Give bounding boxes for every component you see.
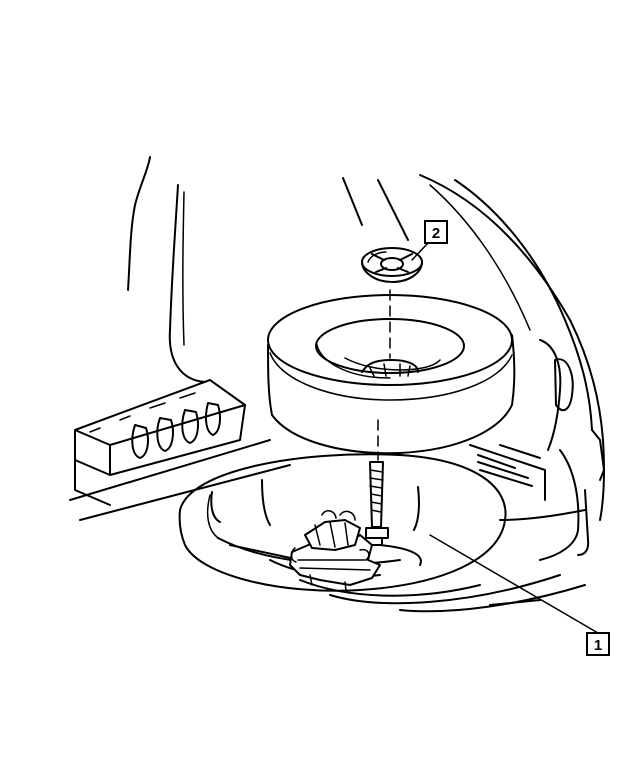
left-quarter-panel: [127, 156, 206, 383]
right-quarter-panel: [342, 174, 605, 561]
leader-lines: [411, 242, 599, 634]
left-floor-ribs: [69, 379, 291, 521]
hold-down-bolt: [365, 461, 389, 546]
callout-1-box: [586, 632, 610, 656]
callout-1-label: 1: [594, 637, 602, 654]
right-floor-vents: [469, 444, 546, 501]
callout-2: 2: [424, 220, 448, 244]
wing-nut-retainer: [361, 247, 423, 283]
jack-assembly: [289, 510, 381, 591]
spare-tire-well: [178, 453, 586, 613]
callout-1: 1: [586, 632, 610, 656]
callout-2-label: 2: [432, 225, 440, 242]
spare-tire: [267, 289, 516, 461]
callout-2-box: [424, 220, 448, 244]
